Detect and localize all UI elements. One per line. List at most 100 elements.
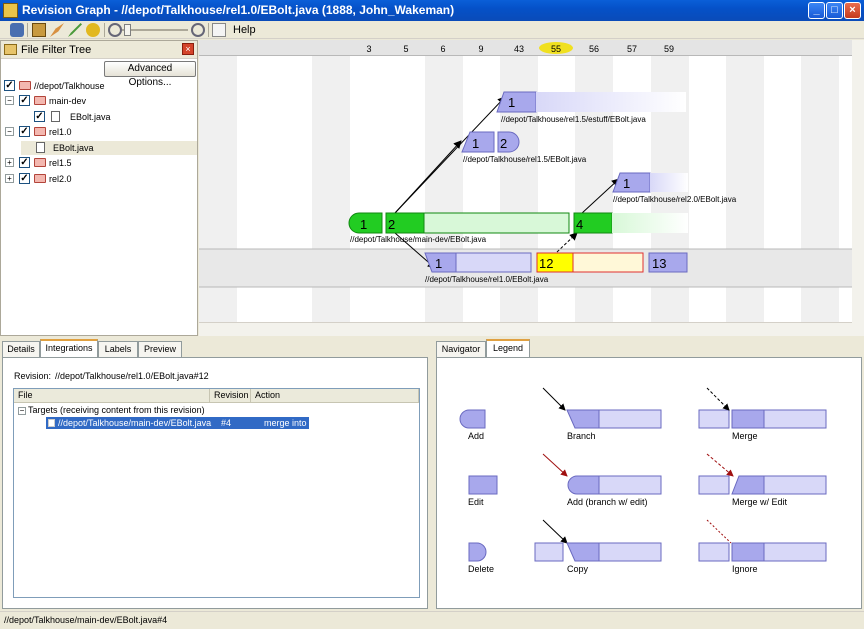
tree-item-rel1-5[interactable]: + ✓ rel1.5 <box>1 156 197 170</box>
revision-graph[interactable]: 1 //depot/Talkhouse/rel1.5/estuff/EBolt.… <box>199 40 864 336</box>
checkbox[interactable]: ✓ <box>19 126 30 137</box>
tab-navigator[interactable]: Navigator <box>436 341 486 357</box>
ignore-source <box>698 542 730 562</box>
collapse-icon[interactable]: − <box>5 127 14 136</box>
fit-icon[interactable] <box>212 23 226 37</box>
legend-label-merge: Merge <box>732 431 758 441</box>
minimize-button[interactable]: _ <box>808 2 825 19</box>
toolbar: Help <box>0 21 864 39</box>
tree-item-main-dev[interactable]: − ✓ main-dev <box>1 94 197 108</box>
tree-item-rel1-0[interactable]: − ✓ rel1.0 <box>1 125 197 139</box>
zoom-in-icon[interactable] <box>191 23 205 37</box>
folder-icon <box>19 81 31 90</box>
vertical-scrollbar[interactable] <box>852 40 864 336</box>
column-labels: 3 5 6 9 43 55 56 57 59 <box>366 44 674 54</box>
checkbox[interactable]: ✓ <box>34 111 45 122</box>
open-icon[interactable] <box>32 23 46 37</box>
expand-icon[interactable]: + <box>5 158 14 167</box>
tab-legend[interactable]: Legend <box>486 339 530 357</box>
app-icon <box>3 3 18 18</box>
close-icon[interactable]: × <box>182 43 194 55</box>
status-bar: //depot/Talkhouse/main-dev/EBolt.java#4 <box>0 611 864 629</box>
checkbox[interactable]: ✓ <box>4 80 15 91</box>
edit-symbol <box>468 475 498 495</box>
file-filter-panel: File Filter Tree × Advanced Options... ✓… <box>0 40 198 336</box>
tab-labels[interactable]: Labels <box>98 341 138 357</box>
tab-integrations[interactable]: Integrations <box>40 339 98 357</box>
merge-edit-arrow <box>706 453 734 477</box>
ignore-body <box>763 542 827 562</box>
toolbar-separator <box>208 23 209 37</box>
revision-label: 1 <box>360 217 367 232</box>
maximize-button[interactable]: □ <box>826 2 843 19</box>
file-icon <box>36 142 45 153</box>
branch-rel1-5[interactable]: 1 2 //depot/Talkhouse/rel1.5/EBolt.java <box>461 131 587 164</box>
revision-value: //depot/Talkhouse/rel1.0/EBolt.java#12 <box>55 371 209 381</box>
copy-arrow <box>542 519 568 544</box>
column-label: 43 <box>514 44 524 54</box>
branch-arrow <box>542 387 566 411</box>
checkbox[interactable]: ✓ <box>19 173 30 184</box>
checkbox[interactable]: ✓ <box>19 157 30 168</box>
collapse-icon[interactable]: − <box>18 406 26 415</box>
branch-body <box>598 409 662 429</box>
branch-path: //depot/Talkhouse/rel2.0/EBolt.java <box>613 195 737 204</box>
merge-symbol <box>731 409 765 429</box>
row-revision: #4 <box>221 418 232 428</box>
branch-rel2-0[interactable]: 1 //depot/Talkhouse/rel2.0/EBolt.java <box>612 172 737 204</box>
column-header-action[interactable]: Action <box>251 389 419 403</box>
expand-icon[interactable]: + <box>5 174 14 183</box>
legend-content: Add Branch Merge Edit Add (branch w/ edi… <box>436 357 862 609</box>
file-icon <box>48 419 55 427</box>
tree-item-label: rel1.5 <box>49 158 72 168</box>
advanced-options-button[interactable]: Advanced Options... <box>104 61 196 88</box>
group-label: Targets (receiving content from this rev… <box>28 405 205 415</box>
edit-icon[interactable] <box>68 23 82 37</box>
targets-group[interactable]: −Targets (receiving content from this re… <box>18 405 205 415</box>
revision-label: 2 <box>500 136 507 151</box>
horizontal-scrollbar[interactable] <box>199 322 852 336</box>
folder-icon <box>34 158 46 167</box>
checkbox[interactable]: ✓ <box>19 95 30 106</box>
tree-item-file-selected[interactable]: EBolt.java <box>21 141 197 155</box>
legend-label-delete: Delete <box>468 564 495 574</box>
connect-icon[interactable] <box>10 23 24 37</box>
column-label: 55 <box>551 44 561 54</box>
branch-rel1-0[interactable]: 1 12 13 //depot/Talkhouse/rel1.0/EBolt.j… <box>424 252 688 284</box>
add-symbol <box>459 409 486 429</box>
tree-item-label: rel2.0 <box>49 174 72 184</box>
tree-item-depot[interactable]: ✓ //depot/Talkhouse <box>1 79 197 93</box>
column-label: 3 <box>366 44 371 54</box>
zoom-slider[interactable] <box>124 24 131 36</box>
revision-label: 13 <box>652 256 666 271</box>
merge-edit-source <box>698 475 730 495</box>
legend-label-ignore: Ignore <box>732 564 758 574</box>
row-action: merge into <box>264 418 307 428</box>
column-header <box>199 40 864 55</box>
labels-icon[interactable] <box>86 23 100 37</box>
integrations-table: File Revision Action −Targets (receiving… <box>13 388 420 598</box>
branch-symbol <box>566 409 600 429</box>
tree-item-rel2-0[interactable]: + ✓ rel2.0 <box>1 172 197 186</box>
copy-body <box>598 542 662 562</box>
help-menu[interactable]: Help <box>233 24 256 36</box>
tree-item-file[interactable]: ✓ EBolt.java <box>1 110 197 124</box>
file-filter-title: File Filter Tree <box>21 44 92 56</box>
column-header-file[interactable]: File <box>14 389 210 403</box>
ignore-symbol <box>731 542 765 562</box>
tab-preview[interactable]: Preview <box>138 341 182 357</box>
column-header-border <box>199 55 864 56</box>
branch-rel1-5-estuff[interactable]: 1 //depot/Talkhouse/rel1.5/estuff/EBolt.… <box>496 91 686 124</box>
tab-details[interactable]: Details <box>2 341 40 357</box>
column-label: 5 <box>403 44 408 54</box>
column-header-revision[interactable]: Revision <box>210 389 251 403</box>
tree-item-label: rel1.0 <box>49 127 72 137</box>
tools-icon[interactable] <box>50 23 64 37</box>
branch-main-dev[interactable]: 1 2 4 //depot/Talkhouse/main-dev/EBolt.j… <box>348 212 688 244</box>
zoom-out-icon[interactable] <box>108 23 122 37</box>
legend-label-branch: Branch <box>567 431 596 441</box>
table-row[interactable]: //depot/Talkhouse/main-dev/EBolt.java #4… <box>46 417 309 429</box>
close-button[interactable]: × <box>844 2 861 19</box>
collapse-icon[interactable]: − <box>5 96 14 105</box>
legend-label-merge-edit: Merge w/ Edit <box>732 497 788 507</box>
